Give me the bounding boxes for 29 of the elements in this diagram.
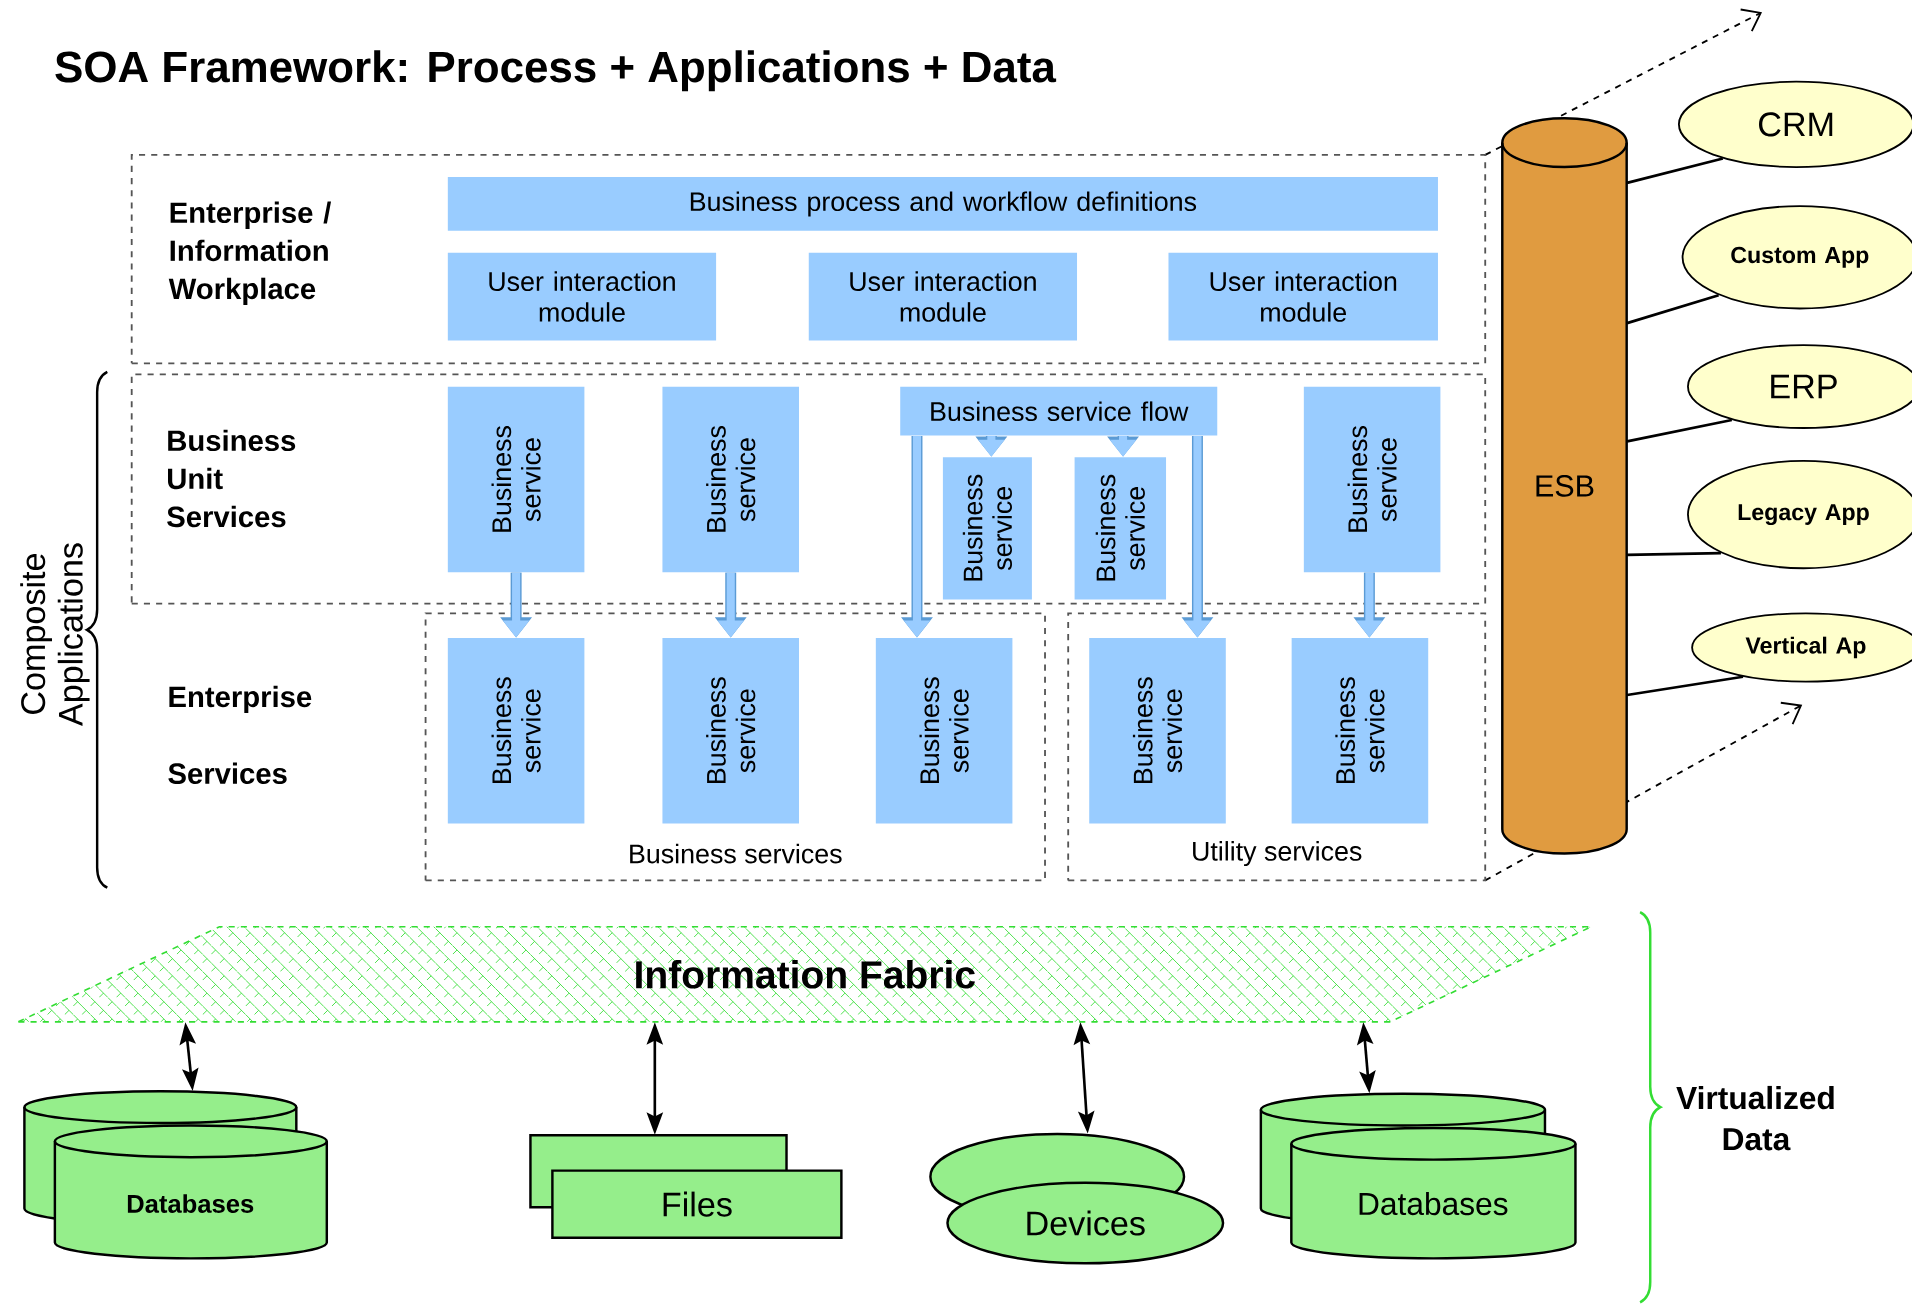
connector-line (1626, 157, 1724, 185)
device-ellipses: Devices (929, 1133, 1225, 1265)
database-cylinders: Databases (23, 1090, 329, 1260)
process-bar: Business service flow (900, 387, 1218, 436)
title: SOA Framework: Process + Applications + Data (55, 50, 1057, 92)
service-box: Business service (942, 457, 1032, 600)
service-box: Business service (1074, 457, 1167, 600)
process-bar: User interaction module (1168, 252, 1438, 341)
process-bar: User interaction module (808, 252, 1078, 341)
connector-line (1626, 418, 1733, 443)
connector-line (1626, 294, 1719, 325)
bus-cylinder: ESB (1501, 117, 1628, 856)
service-box: Business service (662, 387, 799, 573)
connector-line (1626, 675, 1744, 697)
side-label: Virtualized Data (1676, 1086, 1834, 1151)
service-box: Business service (1089, 638, 1226, 824)
connector-line (1627, 552, 1721, 557)
service-box: Business service (1303, 387, 1441, 573)
side-label: Composite Applications (20, 543, 90, 727)
service-box: Business service (875, 638, 1013, 824)
file-stack: Files (529, 1134, 843, 1240)
database-cylinders: Databases (1259, 1092, 1577, 1260)
process-bar: Business process and workflow definitions (447, 177, 1438, 231)
service-box: Business service (447, 387, 585, 573)
service-box: Business service (1291, 638, 1429, 824)
side-label: Enterprise Services (168, 685, 312, 785)
process-bar: User interaction module (447, 252, 717, 341)
service-box: Business service (662, 638, 799, 824)
service-box: Business service (447, 638, 585, 824)
